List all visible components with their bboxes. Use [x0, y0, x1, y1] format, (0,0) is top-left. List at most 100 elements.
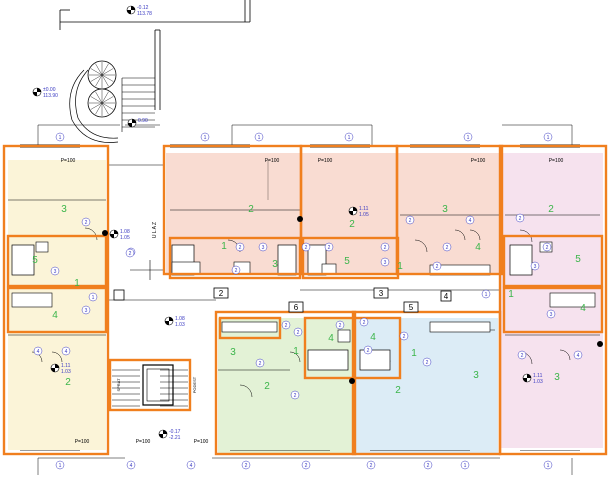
- door-tag: 2: [446, 245, 449, 251]
- elevation-left-lower-bottom: 1.03: [61, 369, 71, 375]
- room-number: 3: [473, 370, 479, 381]
- door-tag-icon: [363, 345, 373, 355]
- door-tag: 2: [546, 245, 549, 251]
- wall-bottom-bath: [303, 316, 402, 380]
- wall-bottom-kitchen: [218, 316, 282, 340]
- planter-spoke: [95, 91, 103, 104]
- door-tag-icon: [546, 309, 556, 319]
- room-number: 4: [475, 242, 481, 253]
- door-tag: 1: [464, 463, 467, 469]
- door-tag-icon: [301, 242, 311, 252]
- door-tag-icon: [481, 289, 491, 299]
- room-number: 3: [442, 204, 448, 215]
- unit-fills: [8, 153, 603, 453]
- door-tag: 1: [59, 463, 62, 469]
- plan-labels: -0.12113.78±0.00113.900.901.081.051.111.…: [32, 5, 586, 470]
- planter-spoke: [95, 74, 103, 87]
- door-tag-icon: [50, 266, 60, 276]
- door-swing: [289, 351, 301, 363]
- room-number: 1: [74, 278, 80, 289]
- door-tag-icon: [380, 257, 390, 267]
- door-tag: 1: [467, 135, 470, 141]
- p100-label: P=100: [75, 439, 90, 445]
- door-tag: 1: [204, 135, 207, 141]
- planter-spoke: [90, 74, 103, 82]
- apartment-number: 5: [409, 303, 414, 312]
- door-tag: 2: [305, 463, 308, 469]
- unit-fill-bottom-right: [353, 318, 498, 453]
- door-tag-icon: [432, 261, 442, 271]
- door-tag: 4: [37, 349, 40, 355]
- p100-label: P=100: [471, 158, 486, 164]
- door-tag-icon: [460, 460, 470, 470]
- door-tag: 2: [85, 220, 88, 226]
- door-tag: 2: [436, 264, 439, 270]
- apartment-number-box: [213, 287, 229, 299]
- planter-spoke: [101, 96, 114, 104]
- elevation-center-unit-bottom: 1.05: [359, 212, 369, 218]
- room-number: 4: [370, 332, 376, 343]
- door-swing: [559, 349, 571, 361]
- column: [102, 230, 108, 236]
- door-tag: 4: [130, 463, 133, 469]
- room-number: 2: [248, 204, 254, 215]
- apartment-number: 6: [294, 303, 299, 312]
- door-tag-icon: [344, 132, 354, 142]
- elevation-marker-fill: [159, 430, 167, 438]
- door-tag: 2: [339, 323, 342, 329]
- planter-spoke: [90, 102, 103, 110]
- door-tag-icon: [293, 327, 303, 337]
- door-tag-icon: [55, 460, 65, 470]
- door-tag-icon: [359, 317, 369, 327]
- door-tag-icon: [81, 305, 91, 315]
- door-tag: 2: [521, 353, 524, 359]
- wall-right-kitchen: [502, 286, 604, 334]
- room-number: 1: [293, 346, 299, 357]
- door-tag-icon: [55, 132, 65, 142]
- door-tag-icon: [380, 242, 390, 252]
- door-tag: 2: [305, 245, 308, 251]
- door-tag: 2: [328, 245, 331, 251]
- door-tag-icon: [530, 261, 540, 271]
- door-tag-icon: [324, 242, 334, 252]
- door-tag: 2: [363, 320, 366, 326]
- door-tag-icon: [255, 358, 265, 368]
- door-tag: 4: [469, 218, 472, 224]
- door-tag: 2: [370, 463, 373, 469]
- door-tag: 3: [262, 245, 265, 251]
- elevation-marker-fill: [33, 88, 41, 96]
- door-tag: 2: [129, 251, 132, 257]
- unit-fill-bottom-left: [218, 318, 353, 453]
- apartment-number: 2: [219, 289, 224, 298]
- entrance-label: U L A Z: [152, 222, 158, 238]
- door-tag: 2: [245, 463, 248, 469]
- stair-label: PODEST: [192, 376, 197, 393]
- door-tag-icon: [399, 331, 409, 341]
- apartment-number: 3: [379, 289, 384, 298]
- elevation-marker-fill: [127, 6, 135, 14]
- room-number: 5: [344, 256, 350, 267]
- bathtub: [277, 244, 297, 276]
- elevation-right-lower-bottom: 1.03: [533, 379, 543, 385]
- stair-label: SPRAT: [116, 378, 121, 392]
- wall-center-bath2: [301, 236, 400, 280]
- elevation-left-unit-top: 1.08: [120, 229, 130, 235]
- room-number: 2: [264, 381, 270, 392]
- door-tag: 3: [85, 308, 88, 314]
- planter-spoke: [95, 102, 103, 115]
- door-tag-icon: [301, 460, 311, 470]
- column: [597, 341, 603, 347]
- door-tag: 2: [285, 323, 288, 329]
- room-number: 2: [65, 377, 71, 388]
- elevation-marker-fill: [523, 374, 531, 382]
- door-swing: [469, 229, 481, 241]
- kitchen-counter: [171, 261, 201, 275]
- door-tag-icon: [423, 460, 433, 470]
- sink: [35, 241, 49, 253]
- door-swing: [239, 384, 253, 398]
- elevation-corridor-top: 1.08: [175, 316, 185, 322]
- column: [297, 216, 303, 222]
- kitchen-counter: [221, 321, 278, 333]
- door-swing: [454, 229, 466, 241]
- door-tag-icon: [290, 390, 300, 400]
